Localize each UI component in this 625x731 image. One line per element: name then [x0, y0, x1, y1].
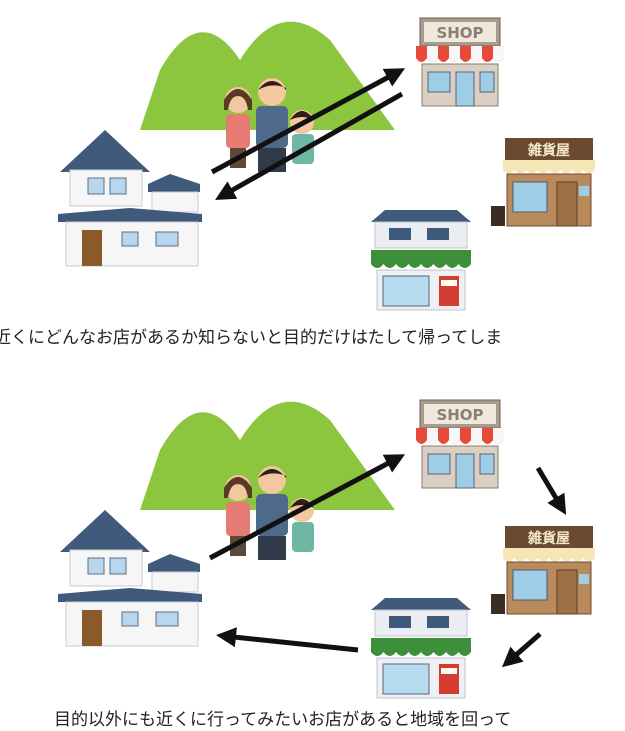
mountain: [140, 21, 395, 130]
panel-tour-area: SHOP 雑貨屋 目的以外にも近くに行ってみたいお店があると地域を回って: [0, 380, 625, 731]
shop-store: SHOP: [415, 399, 505, 489]
zakka-sign: 雑貨屋: [527, 530, 570, 547]
shop-sign: SHOP: [436, 406, 483, 424]
caption-bottom: 目的以外にも近くに行ってみたいお店があると地域を回って: [54, 710, 512, 730]
arrow-konbini-to-home: [216, 627, 359, 653]
zakka-sign: 雑貨屋: [527, 142, 570, 159]
scene-top: SHOP 雑貨屋: [57, 17, 596, 311]
house: [57, 509, 203, 647]
convenience-store: [370, 209, 472, 311]
arrow-shop-to-zakka: [535, 466, 567, 515]
shop-sign: SHOP: [436, 24, 483, 42]
arrow-to-shop: [210, 68, 406, 175]
zakka-store: 雑貨屋: [490, 525, 596, 615]
arrow-zakka-to-konbini: [501, 632, 542, 668]
mountain: [140, 401, 395, 510]
convenience-store: [370, 597, 472, 699]
panel-return-home: SHOP 雑貨屋 近くにどんなお店があるか知らないと目的だけはたして帰ってしま: [0, 0, 625, 360]
house: [57, 129, 203, 267]
shop-store: SHOP: [415, 17, 505, 107]
scene-bottom: SHOP 雑貨屋: [57, 399, 596, 699]
zakka-store: 雑貨屋: [490, 137, 596, 227]
caption-top: 近くにどんなお店があるか知らないと目的だけはたして帰ってしま: [0, 328, 503, 348]
arrow-home-to-shop: [208, 454, 406, 561]
arrow-to-home: [215, 91, 404, 200]
